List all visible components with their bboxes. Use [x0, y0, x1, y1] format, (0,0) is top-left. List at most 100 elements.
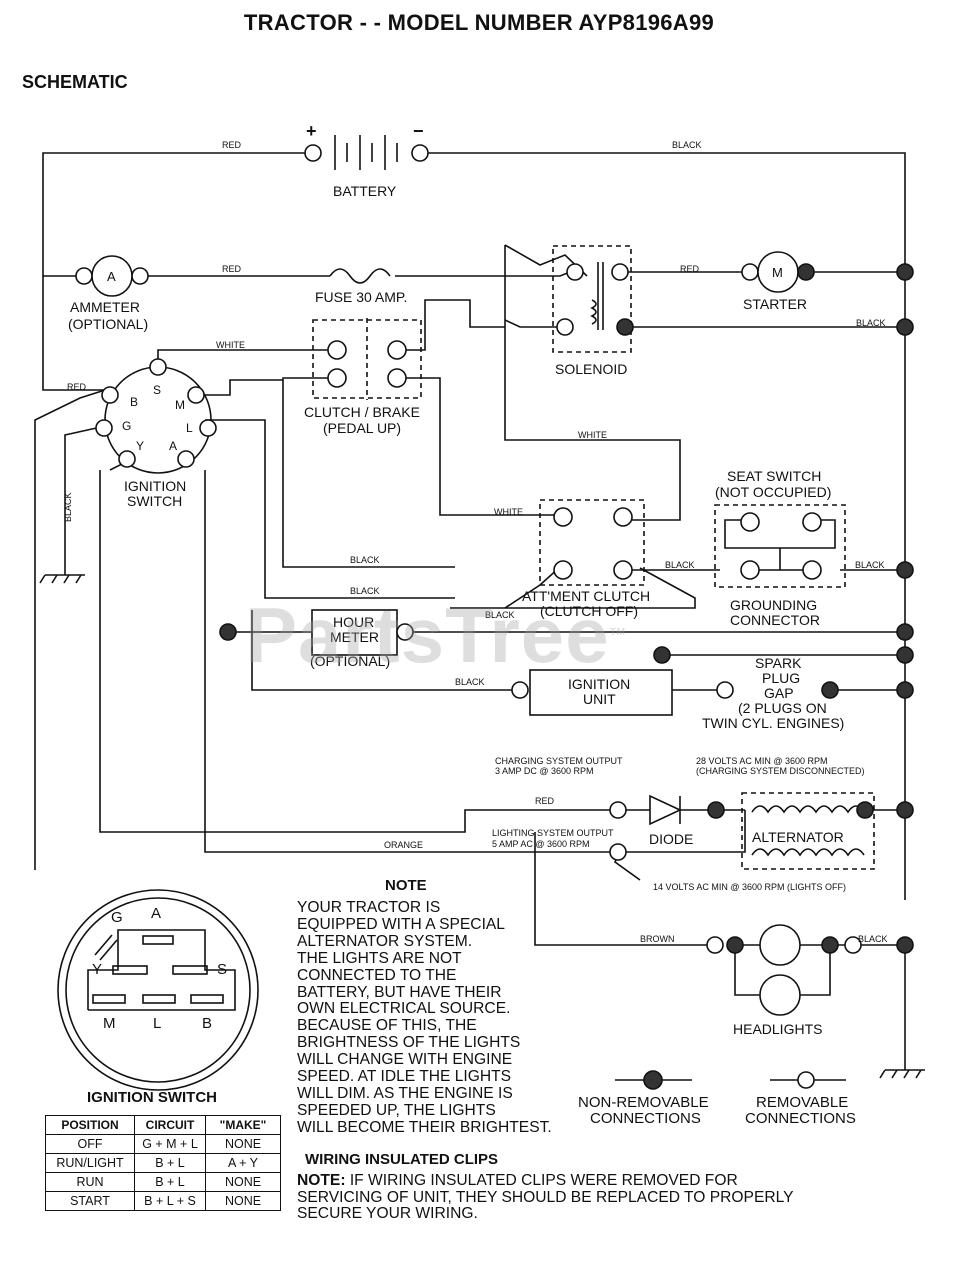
spark-plug-label-3: GAP	[764, 685, 794, 701]
schematic-subtitle: SCHEMATIC	[22, 72, 128, 92]
switch-face-l: L	[153, 1015, 161, 1032]
seat-switch-state-label: (NOT OCCUPIED)	[715, 484, 831, 500]
watermark-tm: TM	[609, 627, 627, 638]
ignition-switch-table: POSITION CIRCUIT "MAKE" OFF G + M + L NO…	[45, 1115, 281, 1211]
table-row: START B + L + S NONE	[45, 1191, 281, 1211]
ignition-terminal-l: L	[186, 421, 193, 435]
table-header: CIRCUIT	[134, 1115, 206, 1135]
battery-minus-label: −	[413, 121, 424, 141]
table-cell: NONE	[205, 1172, 281, 1192]
switch-face-a: A	[151, 905, 161, 922]
watermark-text: PartsTree	[245, 591, 610, 679]
ignition-table-title: IGNITION SWITCH	[87, 1089, 217, 1106]
wire-label-orange: ORANGE	[384, 840, 423, 850]
ignition-terminal-s: S	[153, 383, 161, 397]
ac-volts-label: 28 VOLTS AC MIN @ 3600 RPM	[696, 756, 828, 766]
alternator-label: ALTERNATOR	[752, 829, 844, 845]
wire-red-charging	[99, 470, 620, 833]
ignition-switch-label: IGNITION	[124, 478, 186, 494]
clips-note-prefix: NOTE:	[297, 1172, 346, 1189]
table-cell: NONE	[205, 1191, 281, 1211]
wire-orange	[204, 470, 620, 853]
wire-label-black: BLACK	[350, 586, 380, 596]
table-header: POSITION	[45, 1115, 135, 1135]
table-row: RUN B + L NONE	[45, 1172, 281, 1192]
table-header: "MAKE"	[205, 1115, 281, 1135]
table-cell: RUN/LIGHT	[45, 1153, 135, 1173]
wire-label-black: BLACK	[856, 318, 886, 328]
wire-label-red: RED	[535, 796, 555, 806]
table-row: RUN/LIGHT B + L A + Y	[45, 1153, 281, 1173]
table-cell: RUN	[45, 1172, 135, 1192]
ammeter-symbol: A	[107, 269, 116, 284]
non-removable-label-2: CONNECTIONS	[590, 1110, 701, 1127]
grounding-label: GROUNDING	[730, 597, 817, 613]
wire-label-red: RED	[67, 382, 87, 392]
wire-label-black: BLACK	[485, 610, 515, 620]
wire-label-brown: BROWN	[640, 934, 675, 944]
ignition-terminal-m: M	[175, 398, 185, 412]
wire-label-red: RED	[222, 140, 242, 150]
table-row: OFF G + M + L NONE	[45, 1134, 281, 1154]
table-header-row: POSITION CIRCUIT "MAKE"	[45, 1115, 281, 1135]
table-cell: START	[45, 1191, 135, 1211]
starter-symbol: M	[772, 265, 783, 280]
page-title: TRACTOR - - MODEL NUMBER AYP8196A99	[243, 10, 715, 35]
note-line: OWN ELECTRICAL SOURCE.	[297, 1000, 511, 1018]
note-heading: NOTE	[385, 877, 427, 894]
solenoid-label: SOLENOID	[555, 361, 627, 377]
wire-label-black: BLACK	[855, 560, 885, 570]
switch-face-s: S	[217, 961, 227, 978]
non-removable-label: NON-REMOVABLE	[578, 1094, 709, 1111]
charging-output-rate: 3 AMP DC @ 3600 RPM	[495, 766, 594, 776]
removable-label: REMOVABLE	[756, 1094, 848, 1111]
fuse-label: FUSE 30 AMP.	[315, 289, 407, 305]
ignition-terminal-y: Y	[136, 439, 144, 453]
clutch-brake-pedal-label: (PEDAL UP)	[323, 420, 401, 436]
lighting-output-label: LIGHTING SYSTEM OUTPUT	[492, 828, 614, 838]
note-line: CONNECTED TO THE	[297, 966, 457, 984]
ignition-unit-label: IGNITION	[568, 676, 630, 692]
lighting-output-rate: 5 AMP AC @ 3600 RPM	[492, 839, 590, 849]
switch-face-b: B	[202, 1015, 212, 1032]
note-line: SPEED. AT IDLE THE LIGHTS	[297, 1068, 512, 1086]
grounding-connector-label: CONNECTOR	[730, 612, 820, 628]
wire-label-white: WHITE	[216, 340, 245, 350]
removable-label-2: CONNECTIONS	[745, 1110, 856, 1127]
wire-label-white: WHITE	[578, 430, 607, 440]
note-line: BECAUSE OF THIS, THE	[297, 1017, 477, 1035]
spark-plug-label-4: (2 PLUGS ON	[738, 700, 827, 716]
note-line: WILL BECOME THEIR BRIGHTEST.	[297, 1118, 552, 1136]
ignition-terminal-a: A	[169, 439, 177, 453]
wire-label-red: RED	[222, 264, 242, 274]
charging-output-label: CHARGING SYSTEM OUTPUT	[495, 756, 623, 766]
spark-plug-label-2: PLUG	[762, 670, 800, 686]
wire-black-battery	[420, 152, 906, 900]
wire-label-black: BLACK	[455, 677, 485, 687]
battery-label: BATTERY	[333, 183, 397, 199]
table-cell: B + L + S	[134, 1191, 206, 1211]
wire-red-battery	[42, 152, 313, 391]
ignition-terminal-b: B	[130, 395, 138, 409]
switch-face-m: M	[103, 1015, 116, 1032]
note-line: THE LIGHTS ARE NOT	[297, 949, 462, 967]
attment-clutch-label: ATT'MENT CLUTCH	[522, 588, 650, 604]
switch-face-g: G	[111, 909, 123, 926]
seat-switch-label: SEAT SWITCH	[727, 468, 821, 484]
wire-black-ignition-unit	[251, 610, 520, 691]
clips-note-text: IF WIRING INSULATED CLIPS WERE REMOVED F…	[297, 1172, 794, 1222]
wire-label-white: WHITE	[494, 507, 523, 517]
ignition-unit-label-2: UNIT	[583, 691, 616, 707]
ammeter-label: AMMETER	[70, 299, 140, 315]
note-line: WILL DIM. AS THE ENGINE IS	[297, 1084, 513, 1102]
spark-plug-label-1: SPARK	[755, 655, 802, 671]
battery-plus-label: +	[306, 121, 317, 141]
wire-brown	[534, 832, 710, 946]
table-cell: A + Y	[205, 1153, 281, 1173]
wire-label-black: BLACK	[350, 555, 380, 565]
clips-note: NOTE: IF WIRING INSULATED CLIPS WERE REM…	[297, 1172, 797, 1223]
table-cell: B + L	[134, 1153, 206, 1173]
note-line: WILL CHANGE WITH ENGINE	[297, 1051, 513, 1069]
note-line: BATTERY, BUT HAVE THEIR	[297, 983, 502, 1001]
